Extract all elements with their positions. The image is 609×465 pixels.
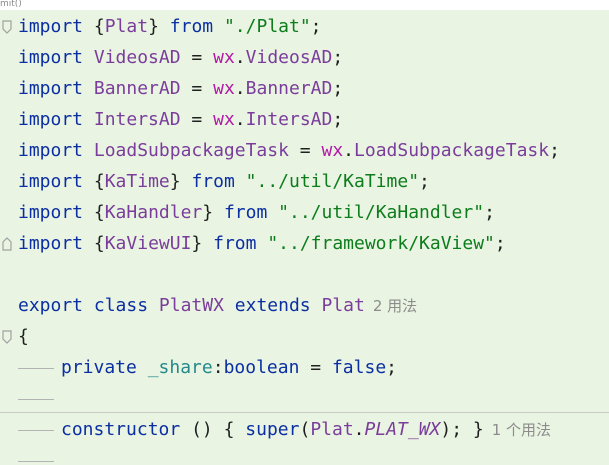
code-line-next[interactable]	[18, 445, 609, 465]
string-literal: "./Plat"	[223, 16, 311, 37]
code-line-field[interactable]: private _share:boolean = false;	[18, 352, 609, 383]
indent-guide	[18, 429, 54, 431]
top-fragment-text: mit()	[0, 0, 22, 9]
code-line-open-brace[interactable]: {	[18, 326, 29, 347]
code-line-7[interactable]: import {KaHandler} from "../util/KaHandl…	[18, 202, 495, 223]
code-line-constructor[interactable]: constructor () { super(Plat.PLAT_WX); }1…	[18, 414, 609, 445]
fold-marker-icon[interactable]	[2, 330, 12, 344]
static-constant: PLAT_WX	[364, 419, 441, 440]
indent-guide	[18, 398, 54, 400]
fold-marker-icon[interactable]	[2, 237, 12, 251]
indent-guide	[18, 367, 54, 369]
usage-hint[interactable]: 1 个用法	[491, 421, 552, 439]
indent-guide	[18, 460, 54, 462]
code-line-2[interactable]: import VideosAD = wx.VideosAD;	[18, 47, 344, 68]
code-line-4[interactable]: import IntersAD = wx.IntersAD;	[18, 109, 344, 130]
code-line-6[interactable]: import {KaTime} from "../util/KaTime";	[18, 171, 430, 192]
usage-hint[interactable]: 2 用法	[372, 297, 418, 315]
editor-top-fragment: mit()	[0, 0, 609, 10]
class-name: PlatWX	[158, 295, 224, 316]
code-editor[interactable]: import {Plat} from "./Plat"; import Vide…	[0, 10, 609, 465]
code-line-8[interactable]: import {KaViewUI} from "../framework/KaV…	[18, 233, 506, 254]
code-line-5[interactable]: import LoadSubpackageTask = wx.LoadSubpa…	[18, 140, 560, 161]
identifier: Plat	[104, 16, 149, 37]
field-name: _share	[147, 357, 213, 378]
code-line-blank[interactable]	[18, 383, 609, 414]
keyword: import	[18, 16, 84, 37]
code-line-3[interactable]: import BannerAD = wx.BannerAD;	[18, 78, 344, 99]
code-line-1[interactable]: import {Plat} from "./Plat";	[18, 16, 322, 37]
fold-marker-icon[interactable]	[2, 20, 12, 34]
method-separator	[0, 412, 609, 413]
keyword: from	[169, 16, 214, 37]
